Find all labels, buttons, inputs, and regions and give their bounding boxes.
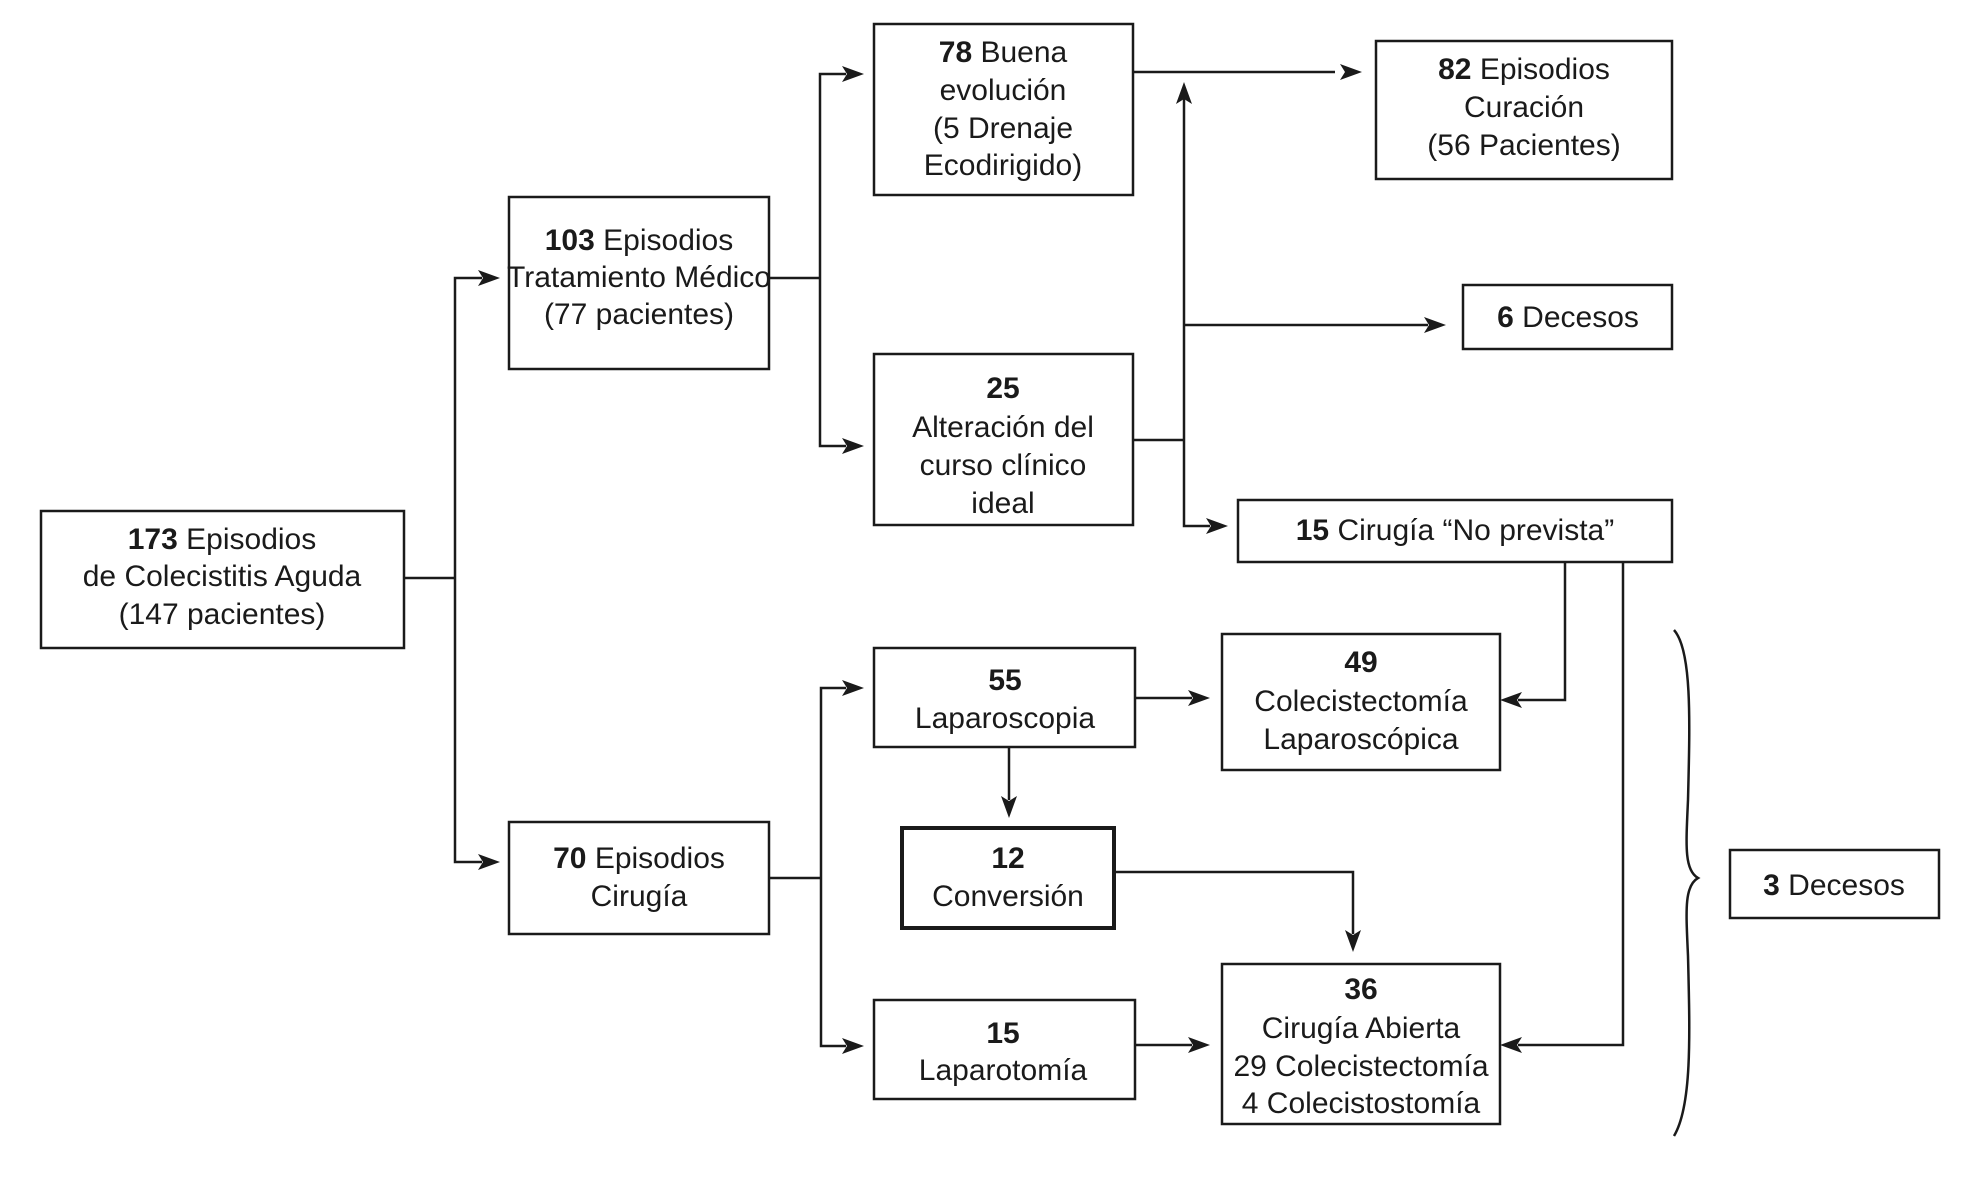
node-number: 15 [986, 1017, 1019, 1050]
arrow-unplanned-to-lapchole [1500, 692, 1522, 708]
connectors [404, 70, 1701, 1137]
node-label: Tratamiento Médico [507, 261, 771, 294]
node-label: Episodios [186, 523, 316, 556]
node-label: Laparoscópica [1263, 723, 1458, 756]
svg-text:103 Episodios: 103 Episodios [545, 224, 733, 257]
node-label: Laparotomía [919, 1054, 1088, 1087]
node-label: Ecodirigido) [924, 149, 1082, 182]
arrow-to-laparotomy [842, 1038, 864, 1054]
node-lap-cholecystectomy: 49 Colecistectomía Laparoscópica [1220, 632, 1502, 772]
svg-text:70 Episodios: 70 Episodios [553, 842, 725, 875]
node-label: Conversión [932, 880, 1084, 913]
node-label: evolución [940, 74, 1067, 107]
node-number: 70 [553, 842, 586, 875]
svg-text:78 Buena: 78 Buena [939, 36, 1068, 69]
node-open-surgery: 36 Cirugía Abierta 29 Colecistectomía 4 … [1220, 962, 1502, 1126]
svg-text:82 Episodios: 82 Episodios [1438, 53, 1610, 86]
connector-altered-unplanned [1182, 440, 1210, 528]
node-label: Episodios [603, 224, 733, 257]
node-label: de Colecistitis Aguda [83, 560, 362, 593]
node-cure: 82 Episodios Curación (56 Pacientes) [1374, 39, 1674, 181]
node-label: Cirugía [591, 880, 688, 913]
node-label: (56 Pacientes) [1427, 129, 1620, 162]
connector-medical-altered [818, 278, 846, 448]
arrow-to-lapchole [1188, 690, 1210, 706]
node-label: Cirugía “No prevista” [1337, 514, 1614, 547]
node-label: ideal [971, 487, 1034, 520]
arrow-up-to-cure-line [1176, 82, 1192, 104]
svg-text:6 Decesos: 6 Decesos [1497, 301, 1639, 334]
arrow-to-medical [478, 270, 500, 286]
node-number: 15 [1296, 514, 1329, 547]
arrow-conversion-to-open [1345, 930, 1361, 952]
arrow-to-surgery [478, 854, 500, 870]
node-number: 55 [988, 664, 1021, 697]
curly-brace [1672, 629, 1701, 1137]
node-number: 6 [1497, 301, 1514, 334]
node-label: Episodios [1480, 53, 1610, 86]
node-good-evolution: 78 Buena evolución (5 Drenaje Ecodirigid… [872, 22, 1135, 197]
node-root: 173 Episodios de Colecistitis Aguda (147… [39, 509, 406, 650]
node-label: Alteración del [912, 411, 1094, 444]
node-label: (5 Drenaje [933, 112, 1073, 145]
node-label: Curación [1464, 91, 1584, 124]
node-label: Colecistectomía [1254, 685, 1468, 718]
node-medical: 103 Episodios Tratamiento Médico (77 pac… [507, 195, 771, 371]
node-number: 49 [1344, 646, 1377, 679]
node-laparotomy: 15 Laparotomía [872, 998, 1137, 1101]
connector-conversion-open [1112, 870, 1355, 934]
arrow-laparotomy-to-open [1188, 1037, 1210, 1053]
node-label: (77 pacientes) [544, 298, 734, 331]
arrow-to-lapscopy [842, 680, 864, 696]
connector-unplanned-lapchole [1518, 562, 1567, 702]
connector-split-medical [453, 276, 482, 578]
node-label: 29 Colecistectomía [1233, 1050, 1488, 1083]
node-label: 4 Colecistostomía [1242, 1087, 1481, 1120]
node-number: 103 [545, 224, 595, 257]
connector-surgery-laparotomy [819, 878, 846, 1048]
svg-text:3 Decesos: 3 Decesos [1763, 869, 1905, 902]
node-altered-course: 25 Alteración del curso clínico ideal [872, 352, 1135, 527]
node-unplanned-surgery: 15 Cirugía “No prevista” [1236, 498, 1674, 564]
node-number: 12 [991, 842, 1024, 875]
node-number: 82 [1438, 53, 1471, 86]
svg-text:15 Cirugía “No prevista”: 15 Cirugía “No prevista” [1296, 514, 1614, 547]
node-number: 3 [1763, 869, 1780, 902]
node-label: Decesos [1788, 869, 1905, 902]
node-label: (147 pacientes) [119, 598, 326, 631]
node-surgery: 70 Episodios Cirugía [507, 820, 771, 936]
connector-surgery-lapscopy [819, 686, 846, 878]
arrow-to-cure [1340, 64, 1362, 80]
node-label: Laparoscopia [915, 702, 1095, 735]
node-deaths-6: 6 Decesos [1461, 283, 1674, 351]
arrow-to-altered [842, 438, 864, 454]
node-number: 25 [986, 372, 1019, 405]
node-label: Buena [980, 36, 1067, 69]
arrow-to-unplanned [1206, 518, 1228, 534]
connector-split-surgery [453, 578, 482, 864]
node-label: Decesos [1522, 301, 1639, 334]
arrowheads [478, 64, 1522, 1054]
connector-medical-good [818, 72, 846, 278]
arrow-unplanned-to-open [1500, 1037, 1522, 1053]
svg-text:173 Episodios: 173 Episodios [128, 523, 316, 556]
node-deaths-3: 3 Decesos [1728, 848, 1941, 920]
arrow-to-conversion [1001, 796, 1017, 818]
node-label: curso clínico [920, 449, 1087, 482]
connector-unplanned-open [1518, 562, 1625, 1047]
node-number: 78 [939, 36, 972, 69]
node-label: Cirugía Abierta [1262, 1012, 1461, 1045]
arrow-to-good [842, 66, 864, 82]
node-label: Episodios [595, 842, 725, 875]
node-number: 36 [1344, 973, 1377, 1006]
node-conversion: 12 Conversión [900, 826, 1116, 930]
node-number: 173 [128, 523, 178, 556]
arrow-to-deaths6 [1424, 317, 1446, 333]
node-laparoscopy: 55 Laparoscopia [872, 646, 1137, 749]
